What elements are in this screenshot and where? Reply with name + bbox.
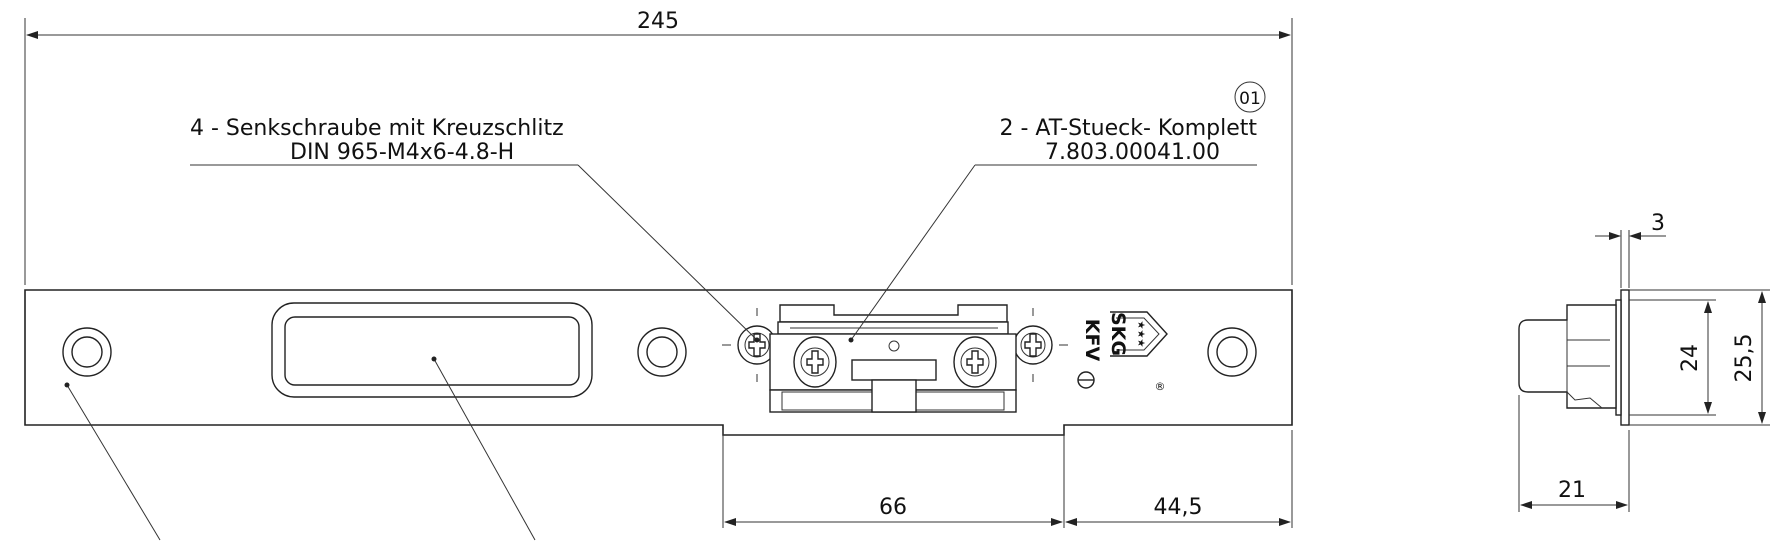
depth-label: 21 [1558, 478, 1586, 503]
item-balloon-number: 01 [1239, 89, 1261, 109]
inner-height-dimension: 24 [1629, 299, 1716, 416]
overall-length-label: 245 [637, 9, 679, 34]
latch-slot [271, 302, 593, 398]
part-callout-line2: 7.803.00041.00 [1045, 140, 1220, 165]
marking-registered: ® [1155, 380, 1166, 393]
at-fixing-screw-left [793, 336, 837, 388]
right-offset-label: 44,5 [1154, 495, 1203, 520]
marking-cross-symbol [1077, 371, 1095, 389]
unlabeled-leaders [64, 356, 536, 541]
side-view: 3 24 25,5 21 [1518, 211, 1770, 512]
screw-hole-right [1207, 327, 1257, 377]
marking-brand: SKG [1107, 312, 1129, 356]
inner-height-label: 24 [1678, 344, 1703, 372]
screw-callout-line1: 4 - Senkschraube mit Kreuzschlitz [190, 116, 564, 141]
screw-hole-middle [637, 327, 687, 377]
bottom-dimensions: 66 44,5 [722, 430, 1293, 528]
outer-height-label: 25,5 [1732, 334, 1757, 383]
thickness-dimension: 3 [1595, 211, 1666, 288]
item-balloon [1234, 81, 1266, 113]
left-offset-label: 66 [879, 495, 907, 520]
overall-length-dimension: 245 [24, 9, 1293, 285]
plate-marking: ★★★ SKG KFV ® [1077, 311, 1168, 393]
depth-dimension: 21 [1518, 395, 1630, 512]
outer-height-dimension: 25,5 [1629, 289, 1770, 426]
screw-hole-left [62, 327, 112, 377]
marking-cert: KFV [1081, 319, 1103, 362]
strike-plate-outline [24, 289, 1293, 436]
at-fixing-screw-right [953, 336, 997, 388]
thickness-label: 3 [1651, 211, 1665, 236]
part-callout: 01 2 - AT-Stueck- Komplett 7.803.00041.0… [848, 81, 1266, 343]
screw-callout: 4 - Senkschraube mit Kreuzschlitz DIN 96… [190, 116, 760, 343]
front-view: ★★★ SKG KFV ® [24, 289, 1293, 436]
marking-stars: ★★★ [1135, 321, 1146, 348]
at-piece-assembly [769, 304, 1017, 413]
screw-callout-line2: DIN 965-M4x6-4.8-H [290, 140, 514, 165]
part-callout-line1: 2 - AT-Stueck- Komplett [999, 116, 1257, 141]
